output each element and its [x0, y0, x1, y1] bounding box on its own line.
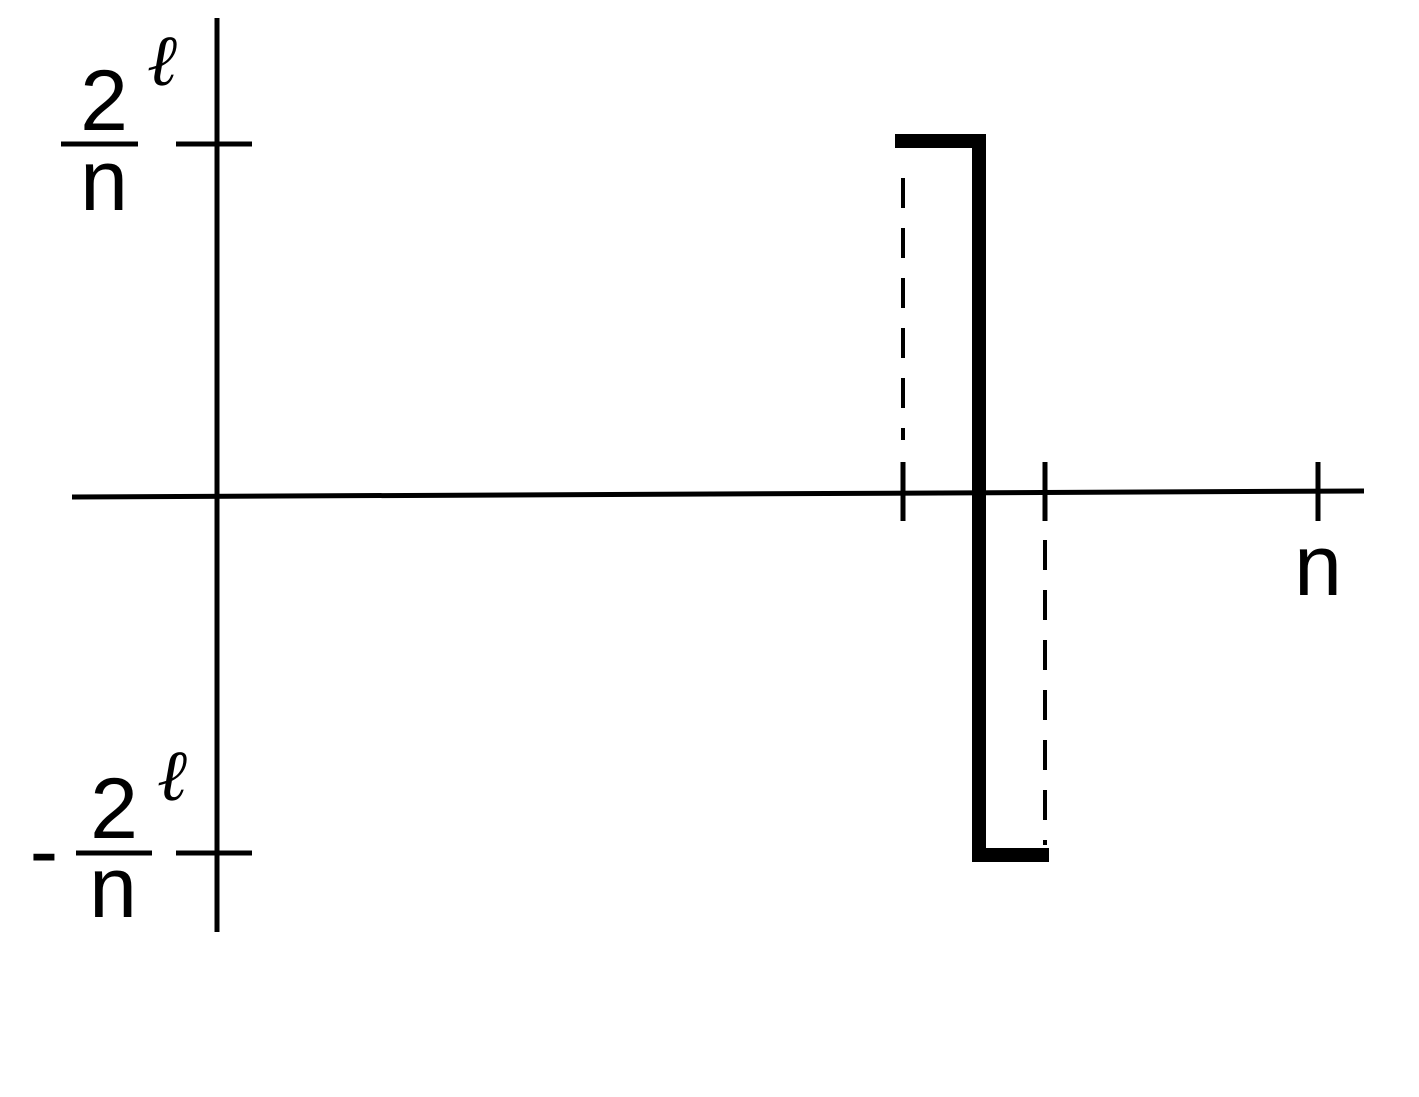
y-label-bottom-denominator: n — [89, 840, 137, 936]
y-label-bottom-superscript: ℓ — [157, 733, 187, 817]
x-axis — [71, 488, 1365, 500]
y-label-top-denominator: n — [80, 133, 128, 229]
y-label-top: 2 ℓ n — [61, 18, 177, 229]
y-label-top-numerator: 2 — [80, 53, 128, 149]
y-label-top-superscript: ℓ — [147, 18, 177, 102]
y-label-bottom: - 2 ℓ n — [30, 733, 187, 936]
x-axis-end-label: n — [1294, 518, 1342, 614]
wavelet-step — [895, 134, 1049, 862]
y-label-bottom-numerator: 2 — [90, 761, 138, 857]
y-label-bottom-sign: - — [30, 803, 59, 899]
